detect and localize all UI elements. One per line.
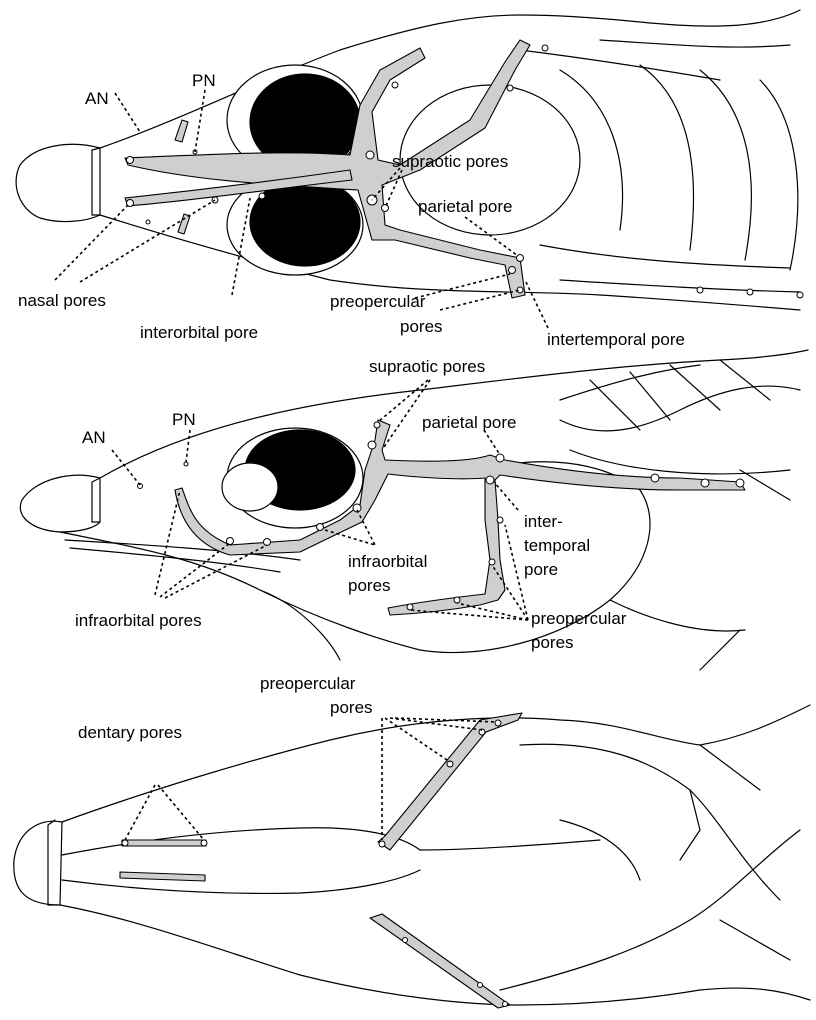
lateral-view-panel: AN PN supraotic pores parietal pore inte… xyxy=(20,350,808,670)
pore xyxy=(127,157,134,164)
pore xyxy=(507,85,513,91)
label-intertemporal-pore: intertemporal pore xyxy=(547,330,685,349)
label-dentary-pores: dentary pores xyxy=(78,723,182,742)
pore xyxy=(379,841,385,847)
label-supraotic-pores: supraotic pores xyxy=(369,357,485,376)
label-preopercular-pores-line2: pores xyxy=(400,317,443,336)
pore xyxy=(407,604,413,610)
label-intertemporal-pore-line3: pore xyxy=(524,560,558,579)
pore xyxy=(517,255,524,262)
pore xyxy=(454,597,460,603)
label-interorbital-pore: interorbital pore xyxy=(140,323,258,342)
label-preopercular-pores: preopercular xyxy=(531,609,627,628)
label-nasal-pores: nasal pores xyxy=(18,291,106,310)
label-preopercular-pores-line2: pores xyxy=(330,698,373,717)
label-supraotic-pores: supraotic pores xyxy=(392,152,508,171)
pore xyxy=(697,287,703,293)
label-an: AN xyxy=(82,428,106,447)
ventral-snout xyxy=(14,821,62,905)
pore xyxy=(366,151,374,159)
pore xyxy=(264,539,271,546)
label-intertemporal-pore-line2: temporal xyxy=(524,536,590,555)
pore xyxy=(259,193,265,199)
label-preopercular-pores-line2: pores xyxy=(531,633,574,652)
ventral-dentary-canal xyxy=(122,840,206,846)
pore xyxy=(495,720,501,726)
pore xyxy=(317,524,324,531)
pore xyxy=(374,422,380,428)
label-infraorbital-pores-lower: infraorbital pores xyxy=(75,611,202,630)
pore xyxy=(368,441,376,449)
label-pn: PN xyxy=(172,410,196,429)
label-infraorbital-pores-upper-line2: pores xyxy=(348,576,391,595)
pore xyxy=(486,476,494,484)
pore xyxy=(509,267,516,274)
pore xyxy=(478,983,483,988)
label-infraorbital-pores-upper: infraorbital xyxy=(348,552,427,571)
ventral-preopercular-canal xyxy=(378,713,522,850)
pore xyxy=(701,479,709,487)
label-preopercular-pores: preopercular xyxy=(260,674,356,693)
pore xyxy=(122,840,128,846)
dorsal-view-panel: AN PN nasal pores interorbital pore supr… xyxy=(16,10,803,349)
pore xyxy=(403,938,408,943)
pore xyxy=(797,292,803,298)
label-an: AN xyxy=(85,89,109,108)
pore xyxy=(392,82,398,88)
pore xyxy=(503,1002,508,1007)
label-parietal-pore: parietal pore xyxy=(418,197,513,216)
dorsal-snout xyxy=(16,144,100,221)
pore xyxy=(201,840,207,846)
pore xyxy=(489,559,495,565)
label-intertemporal-pore: inter- xyxy=(524,512,563,531)
pore xyxy=(184,462,188,466)
pore xyxy=(496,454,504,462)
pore xyxy=(651,474,659,482)
pore xyxy=(497,517,503,523)
ventral-view-panel: preopercular pores dentary pores xyxy=(14,674,810,1008)
label-pn: PN xyxy=(192,71,216,90)
label-parietal-pore: parietal pore xyxy=(422,413,517,432)
dorsal-head-lower-outline xyxy=(100,215,800,310)
lateral-snout xyxy=(20,475,100,532)
pore xyxy=(146,220,150,224)
pore xyxy=(542,45,548,51)
pore xyxy=(736,479,744,487)
pore xyxy=(747,289,753,295)
label-preopercular-pores: preopercular xyxy=(330,292,426,311)
pore xyxy=(382,205,389,212)
pore xyxy=(227,538,234,545)
